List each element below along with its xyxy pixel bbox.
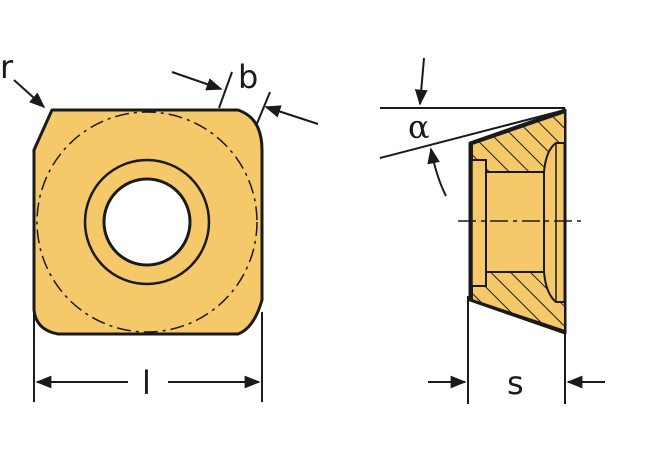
alpha-arrow-bottom bbox=[427, 147, 447, 197]
l-label: l bbox=[142, 364, 151, 402]
inscribed-circle-dashed bbox=[36, 111, 258, 333]
hole bbox=[102, 177, 192, 267]
alpha-flank-line bbox=[379, 109, 566, 159]
b-arrow-right bbox=[264, 105, 319, 125]
alpha-label: α bbox=[408, 108, 430, 146]
b-ext-left bbox=[218, 71, 233, 109]
r-label: r bbox=[0, 48, 14, 86]
b-ext-right bbox=[255, 91, 271, 127]
b-arrow-left bbox=[171, 71, 223, 91]
r-leader bbox=[13, 79, 46, 109]
front-view: r b l bbox=[0, 48, 319, 402]
alpha-arrow-top bbox=[414, 57, 428, 106]
side-view: α s bbox=[379, 57, 605, 404]
s-label: s bbox=[507, 364, 524, 402]
b-label: b bbox=[238, 58, 258, 96]
